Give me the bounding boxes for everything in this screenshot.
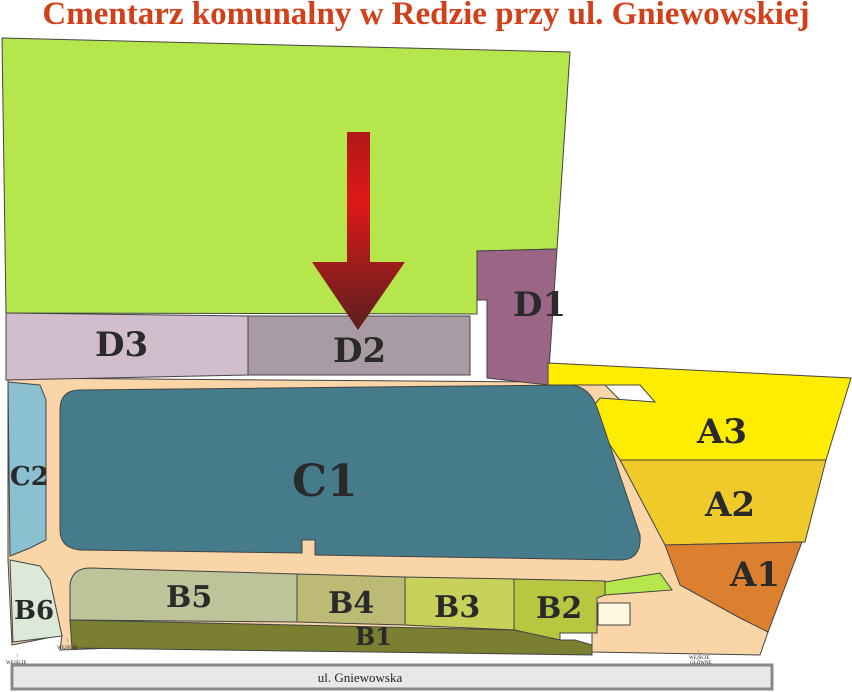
label-B6: B6	[14, 596, 54, 626]
entrance-arrow-icon: ↑	[66, 639, 69, 644]
section-A2[interactable]	[619, 459, 827, 546]
label-A2: A2	[704, 485, 755, 525]
label-D1: D1	[513, 285, 566, 325]
entrance-label-side2: WEJŚCIE	[57, 645, 78, 651]
entrance-label-main-2: GŁÓWNE	[690, 660, 712, 666]
label-B1: B1	[355, 622, 392, 651]
label-B5: B5	[166, 580, 212, 615]
section-A1[interactable]	[664, 541, 803, 633]
street-ul-gniewowska	[10, 663, 774, 691]
section-C1[interactable]	[59, 384, 641, 561]
section-C2[interactable]	[7, 381, 47, 557]
label-D2: D2	[333, 331, 386, 371]
entrance-arrow-icon: ↑	[16, 654, 19, 659]
building	[597, 602, 631, 626]
section-D1[interactable]	[476, 248, 558, 386]
street-label: ul. Gniewowska	[318, 670, 403, 685]
section-B6[interactable]	[9, 559, 63, 643]
label-B4: B4	[328, 586, 374, 621]
label-B3: B3	[434, 590, 480, 625]
map-title: Cmentarz komunalny w Redzie przy ul. Gni…	[42, 0, 810, 32]
label-C1: C1	[292, 456, 358, 507]
section-B5[interactable]	[69, 567, 298, 623]
label-D3: D3	[95, 325, 148, 365]
entrance-label-main: WEJŚCIE	[689, 655, 710, 661]
section-D2[interactable]	[247, 315, 471, 376]
label-A1: A1	[729, 555, 780, 595]
entrance-arrow-icon: ↑	[697, 650, 700, 655]
label-B2: B2	[536, 591, 582, 626]
label-C2: C2	[10, 462, 49, 492]
label-A3: A3	[696, 412, 747, 452]
arrow-marker-icon	[312, 132, 405, 330]
entrance-label-side1: WEJŚCIE	[6, 660, 27, 666]
section-B1[interactable]	[69, 619, 593, 656]
